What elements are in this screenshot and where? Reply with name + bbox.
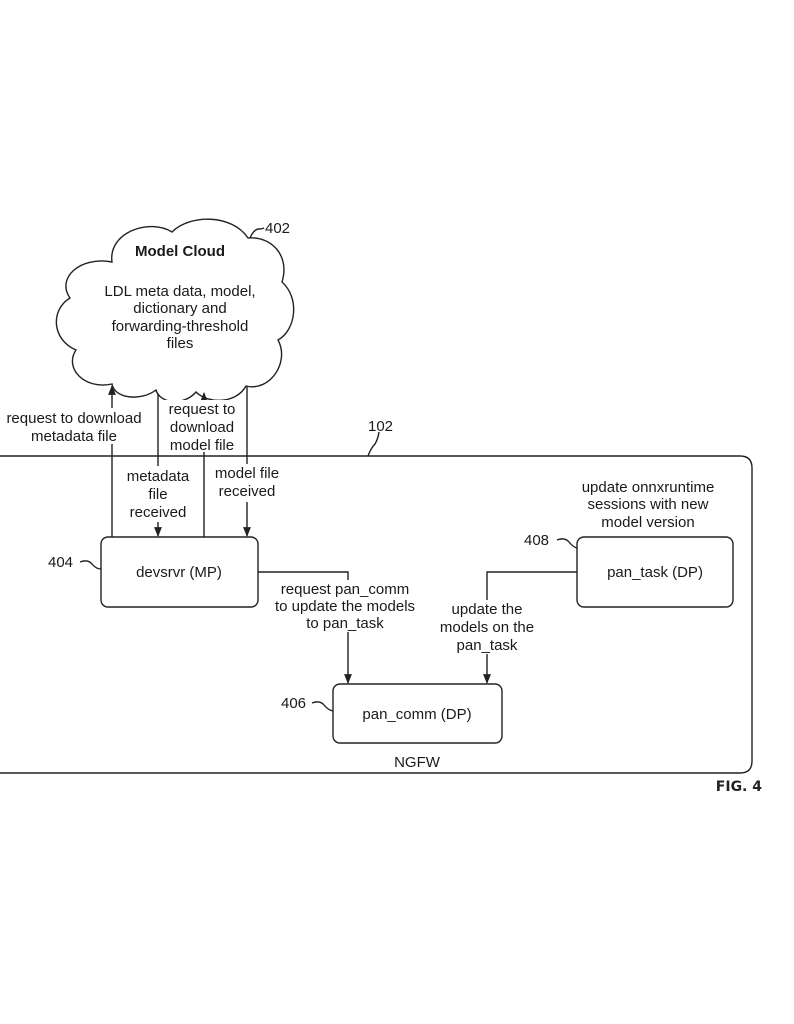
cloud-desc-line-1: LDL meta data, model, — [104, 283, 255, 300]
metadata-received-label-2: file — [148, 486, 167, 503]
update-models-label-1: update the — [452, 601, 523, 618]
pan-comm-label: pan_comm (DP) — [362, 706, 471, 723]
figure-label: FIG. 4 — [716, 779, 762, 795]
metadata-received-label-1: metadata — [127, 468, 190, 485]
req-model-label-1: request to — [169, 401, 236, 418]
ngfw-label: NGFW — [394, 754, 441, 771]
req-pan-comm-label-1: request pan_comm — [281, 581, 409, 598]
devsrvr-label: devsrvr (MP) — [136, 564, 222, 581]
cloud-ref-leader — [249, 227, 265, 239]
req-pan-comm-label-2: to update the models — [275, 598, 415, 615]
pan-comm-node — [332, 683, 503, 744]
req-pan-comm-arrow — [258, 571, 352, 684]
req-metadata-label-1: request to download — [6, 410, 141, 427]
ngfw-container — [0, 455, 753, 774]
cloud-ref-label: 402 — [265, 220, 290, 237]
req-model-label-3: model file — [170, 437, 234, 454]
cloud-desc-line-2: dictionary and — [133, 300, 226, 317]
req-model-label-2: download — [170, 419, 234, 436]
pan-task-ref-label: 408 — [524, 532, 549, 549]
req-pan-comm-label-3: to pan_task — [306, 615, 384, 632]
pan-comm-ref-label: 406 — [281, 695, 306, 712]
model-received-label-1: model file — [215, 465, 279, 482]
pan-task-note-2: sessions with new — [588, 496, 709, 513]
cloud-desc-line-4: files — [167, 335, 194, 352]
req-metadata-label-2: metadata file — [31, 428, 117, 445]
pan-task-label: pan_task (DP) — [607, 564, 703, 581]
pan-task-note-3: model version — [601, 514, 694, 531]
devsrvr-ref-leader — [79, 560, 102, 570]
cloud-title: Model Cloud — [135, 243, 225, 260]
model-cloud-shape — [55, 218, 295, 403]
ngfw-ref-leader — [367, 431, 380, 457]
update-models-label-2: models on the — [440, 619, 534, 636]
pan-task-note-1: update onnxruntime — [582, 479, 715, 496]
metadata-received-label-3: received — [130, 504, 187, 521]
devsrvr-ref-label: 404 — [48, 554, 73, 571]
model-received-label-2: received — [219, 483, 276, 500]
cloud-desc-line-3: forwarding-threshold — [112, 318, 249, 335]
pan-task-ref-leader — [556, 538, 578, 549]
ngfw-ref-label: 102 — [368, 418, 393, 435]
update-models-label-3: pan_task — [457, 637, 518, 654]
pan-comm-ref-leader — [311, 701, 334, 712]
